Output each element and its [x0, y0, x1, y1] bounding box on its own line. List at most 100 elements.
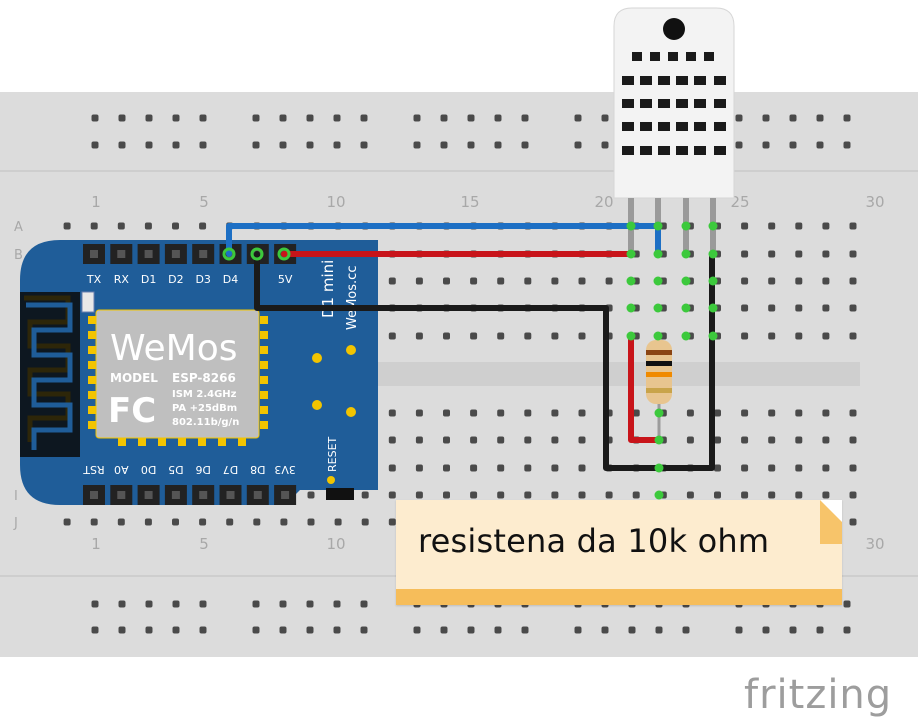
rail-hole: [118, 114, 126, 122]
spec-line-1: ISM 2.4GHz: [172, 389, 237, 400]
header-pin-core: [117, 250, 126, 258]
grille-slot: [658, 146, 670, 155]
terminal-hole: [497, 409, 505, 417]
terminal-hole: [822, 304, 830, 312]
terminal-hole: [822, 222, 830, 230]
terminal-hole: [714, 436, 721, 444]
terminal-hole: [578, 277, 586, 285]
rail-hole: [360, 626, 368, 634]
terminal-hole: [415, 409, 423, 417]
terminal-hole: [768, 250, 776, 258]
terminal-hole: [768, 277, 776, 285]
terminal-hole: [741, 277, 749, 285]
grille-slot: [676, 76, 688, 85]
connection-dot: [626, 303, 636, 313]
header-pin-core: [199, 250, 208, 258]
rail-hole: [655, 626, 663, 634]
terminal-hole: [388, 491, 396, 499]
rail-hole: [762, 141, 770, 149]
reset-button: [326, 488, 354, 500]
column-number: 10: [326, 535, 345, 553]
pad: [260, 331, 268, 339]
terminal-hole: [307, 491, 315, 499]
pin-label-bottom: D7: [223, 463, 238, 476]
rail-hole: [521, 114, 529, 122]
connection-dot: [708, 276, 718, 286]
rail-hole: [279, 114, 287, 122]
terminal-hole: [497, 464, 505, 472]
rail-hole: [91, 626, 99, 634]
terminal-hole: [388, 436, 396, 444]
terminal-hole: [388, 332, 396, 340]
terminal-hole: [551, 409, 559, 417]
esp8266-module: [95, 309, 260, 439]
terminal-hole: [822, 409, 830, 417]
connection-highlights: [222, 221, 718, 500]
rail-hole: [172, 114, 180, 122]
pad: [260, 376, 268, 384]
terminal-hole: [795, 464, 803, 472]
rail-hole: [467, 114, 475, 122]
rail-hole: [199, 626, 207, 634]
rail-hole: [601, 114, 609, 122]
terminal-hole: [497, 491, 505, 499]
header-pin-core: [226, 491, 235, 499]
column-number: 30: [865, 535, 884, 553]
terminal-hole: [172, 222, 179, 230]
connection-dot: [708, 331, 718, 341]
terminal-hole: [63, 222, 71, 230]
rail-hole: [279, 626, 287, 634]
rail-hole: [172, 600, 180, 608]
rail-hole: [789, 141, 797, 149]
module-pads: [88, 316, 268, 446]
row-label: A: [14, 220, 23, 235]
rail-hole: [91, 600, 99, 608]
terminal-hole: [741, 464, 749, 472]
brand-logo: WeMos: [110, 328, 237, 369]
connection-dot: [681, 276, 691, 286]
header-pin-core: [171, 250, 180, 258]
rail-hole: [574, 114, 582, 122]
rail-hole: [252, 141, 260, 149]
rail-hole: [306, 114, 314, 122]
grille-slot: [668, 52, 678, 61]
grille-slot: [676, 99, 688, 108]
rail-hole: [279, 141, 287, 149]
rail-hole: [494, 141, 502, 149]
pin-label-bottom: A0: [114, 463, 129, 476]
connection-dot: [277, 247, 291, 261]
pad: [260, 406, 268, 414]
grille-slot: [640, 76, 652, 85]
column-number: 5: [199, 193, 209, 211]
grille-slot: [658, 122, 670, 131]
connection-dot: [681, 249, 691, 259]
pad: [88, 376, 96, 384]
terminal-hole: [144, 222, 152, 230]
pin-label-bottom: D8: [250, 463, 265, 476]
rail-hole: [360, 114, 368, 122]
grille-slot: [622, 99, 634, 108]
grille-slot: [658, 99, 670, 108]
wire-red-pullup: [628, 333, 662, 443]
column-number: 1: [91, 535, 101, 553]
rail-hole: [521, 626, 529, 634]
wire-blue-data: [226, 223, 661, 257]
pad: [88, 406, 96, 414]
terminal-hole: [415, 332, 423, 340]
connection-dot: [626, 331, 636, 341]
terminal-hole: [795, 222, 803, 230]
terminal-hole: [361, 491, 369, 499]
terminal-hole: [497, 332, 505, 340]
spec-line-3: 802.11b/g/n: [172, 417, 239, 428]
terminal-hole: [307, 518, 315, 526]
terminal-hole: [415, 464, 423, 472]
spec-line-2: PA +25dBm: [172, 403, 237, 414]
terminal-hole: [768, 464, 776, 472]
grille-slot: [622, 76, 634, 85]
pin-label-top: D1: [141, 273, 156, 286]
fritzing-logo: fritzing: [744, 672, 893, 718]
rail-hole: [735, 626, 743, 634]
terminal-hole: [443, 332, 450, 340]
terminal-hole: [768, 222, 776, 230]
wire-black-gnd: [254, 251, 715, 471]
